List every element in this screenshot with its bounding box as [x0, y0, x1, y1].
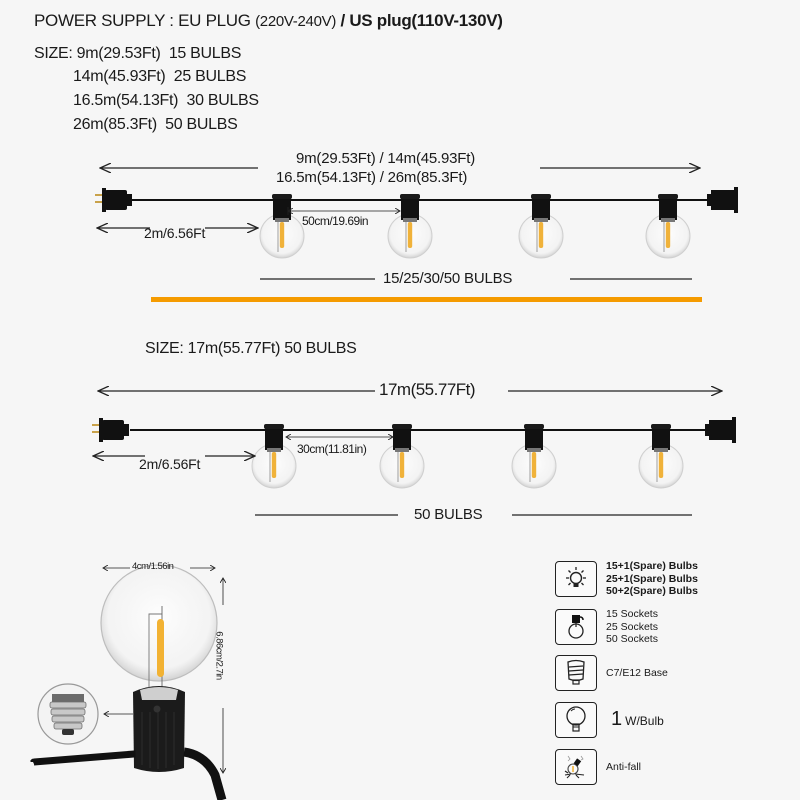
diagram1-total-length-line2: 16.5m(54.13Ft) / 26m(85.3Ft)	[276, 169, 468, 186]
bulb-outline-icon	[555, 702, 597, 738]
size-length: 26m(85.3Ft)	[73, 116, 157, 133]
light-bulb-rays-icon	[555, 560, 597, 597]
power-supply-heading: POWER SUPPLY : EU PLUG (220V-240V) / US …	[34, 11, 503, 31]
bulb-height-dimension: 6.86cm/2.7in	[213, 631, 225, 680]
spec-wattage: 1 W/Bulb	[555, 702, 664, 738]
diagram2-bulb-count: 50 BULBS	[414, 506, 483, 523]
spec-sockets: 15 Sockets 25 Sockets 50 Sockets	[555, 608, 658, 646]
spec-line: 50+2(Spare) Bulbs	[606, 585, 698, 597]
diagram-1	[95, 168, 738, 302]
us-plug-label: US plug(110V-130V)	[349, 11, 503, 30]
diagram2-bulb-spacing: 30cm(11.81in)	[297, 442, 367, 456]
bulb-width-dimension: 4cm/1.56in	[132, 561, 174, 572]
size-length: 14m(45.93Ft)	[73, 68, 166, 85]
separator: /	[336, 11, 350, 30]
socket-bulb-icon	[555, 608, 597, 645]
spec-line: 50 Sockets	[606, 633, 658, 645]
diagram-2	[92, 391, 736, 516]
female-connector-icon	[707, 187, 738, 213]
diagram1-lead-length: 2m/6.56Ft	[144, 225, 206, 241]
watt-unit: W/Bulb	[625, 713, 664, 728]
spec-anti-fall: Anti-fall	[555, 749, 641, 785]
diagram1-bulb-count: 15/25/30/50 BULBS	[383, 270, 513, 287]
male-plug-icon	[95, 188, 132, 212]
spec-line: 15+1(Spare) Bulbs	[606, 560, 698, 572]
spec-line: C7/E12 Base	[606, 666, 668, 679]
size-option-3: 16.5m(54.13Ft) 30 BULBS	[73, 92, 259, 110]
spec-line: 25 Sockets	[606, 620, 658, 633]
diagram1-total-length-line1: 9m(29.53Ft) / 14m(45.93Ft)	[296, 150, 476, 167]
watt-number: 1	[611, 707, 623, 730]
size-option-1: SIZE: 9m(29.53Ft) 15 BULBS	[34, 45, 241, 63]
spec-line: 25+1(Spare) Bulbs	[606, 572, 698, 585]
shatterproof-bulb-icon	[555, 749, 597, 785]
size-bulbs: 25 BULBS	[173, 68, 247, 85]
size-length: 9m(29.53Ft)	[76, 45, 161, 62]
spec-line: 15 Sockets	[606, 608, 658, 620]
spec-base: C7/E12 Base	[555, 655, 668, 691]
size-prefix: SIZE:	[34, 45, 73, 62]
spec-spare-bulbs: 15+1(Spare) Bulbs 25+1(Spare) Bulbs 50+2…	[555, 560, 698, 598]
spec-line: Anti-fall	[606, 760, 642, 773]
size-option-2: 14m(45.93Ft) 25 BULBS	[73, 68, 246, 86]
female-connector-icon	[705, 417, 736, 443]
diagram1-bulb-spacing: 50cm/19.69in	[302, 214, 369, 228]
accent-bar	[151, 297, 702, 302]
diagram2-lead-length: 2m/6.56Ft	[139, 456, 201, 472]
diagram2-total-length: 17m(55.77Ft)	[379, 380, 476, 399]
eu-voltage: (220V-240V)	[255, 13, 337, 30]
bulb-closeup	[30, 564, 227, 800]
size-bulbs: 15 BULBS	[168, 45, 242, 62]
size-bulbs: 50 BULBS	[165, 116, 238, 133]
size-option-4: 26m(85.3Ft) 50 BULBS	[73, 116, 238, 134]
power-supply-label: POWER SUPPLY : EU PLUG	[34, 11, 251, 30]
size-17m-label: SIZE: 17m(55.77Ft) 50 BULBS	[145, 340, 357, 357]
size-length: 16.5m(54.13Ft)	[73, 92, 179, 109]
size-bulbs: 30 BULBS	[186, 92, 259, 109]
screw-base-icon	[555, 655, 597, 691]
male-plug-icon	[92, 418, 129, 442]
